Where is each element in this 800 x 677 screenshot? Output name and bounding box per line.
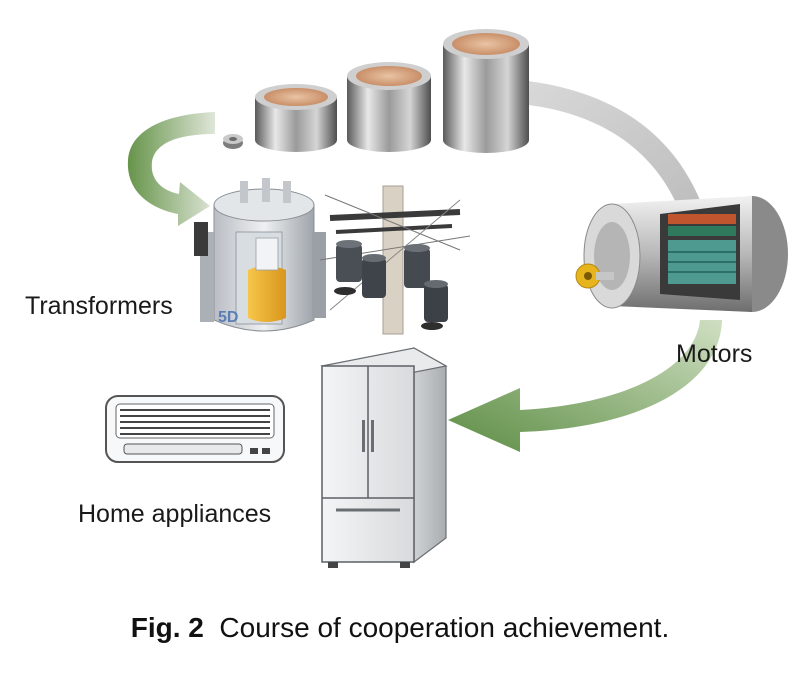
transformers-label: Transformers — [25, 292, 173, 320]
green-arrow-to-transformers — [127, 112, 215, 226]
figure-number: Fig. 2 — [130, 612, 204, 643]
utility-pole-icon — [319, 185, 471, 335]
transformer-icon: 5D — [194, 178, 326, 332]
cooperation-diagram: 5D — [105, 29, 788, 568]
refrigerator-icon — [320, 346, 448, 568]
transformer-plate: 5D — [218, 309, 238, 326]
figure-caption: Fig. 2 Course of cooperation achievement… — [0, 612, 800, 644]
toroidal-core-icon — [223, 29, 529, 153]
motors-label: Motors — [676, 340, 753, 368]
home-appliances-label: Home appliances — [78, 500, 272, 528]
green-arrow-to-home-appliances — [448, 320, 722, 452]
air-conditioner-icon — [105, 395, 285, 463]
motor-icon — [575, 196, 788, 312]
caption-text: Course of cooperation achievement. — [219, 612, 670, 643]
gray-flow-arc — [520, 80, 700, 212]
